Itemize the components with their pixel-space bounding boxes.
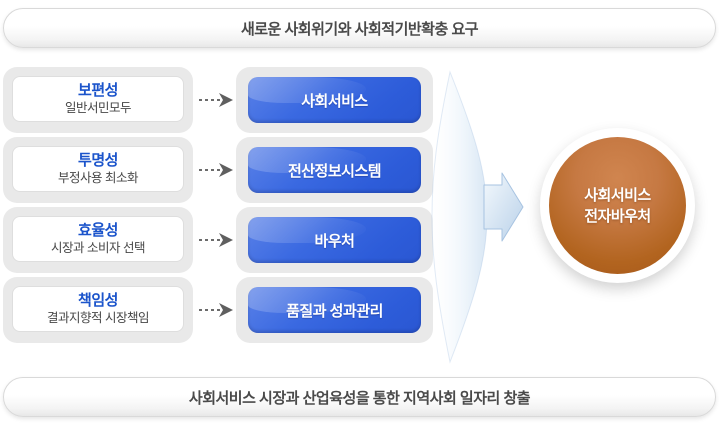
result-circle-inner: 사회서비스 전자바우처 (549, 137, 686, 274)
factor-card: 투명성 부정사용 최소화 (3, 137, 193, 203)
service-card: 사회서비스 (236, 67, 433, 133)
factor-title: 책임성 (78, 292, 118, 309)
factor-title: 효율성 (78, 222, 118, 239)
bottom-banner: 사회서비스 시장과 산업육성을 통한 지역사회 일자리 창출 (3, 377, 716, 417)
factor-card: 효율성 시장과 소비자 선택 (3, 207, 193, 273)
service-label: 사회서비스 (301, 92, 368, 110)
service-pill: 바우처 (248, 217, 421, 263)
dashed-arrow-icon (199, 163, 233, 177)
factor-card-inner: 효율성 시장과 소비자 선택 (12, 216, 184, 262)
service-pill: 전산정보시스템 (248, 147, 421, 193)
service-label: 품질과 성과관리 (286, 302, 383, 320)
service-label: 전산정보시스템 (287, 162, 382, 180)
factor-subtitle: 시장과 소비자 선택 (51, 241, 145, 255)
factor-subtitle: 부정사용 최소화 (58, 171, 138, 185)
service-label: 바우처 (314, 232, 355, 250)
dashed-arrow-icon (199, 303, 233, 317)
dashed-arrow-icon (199, 93, 233, 107)
factor-row: 책임성 결과지향적 시장책임 품질과 성과관리 (0, 277, 719, 343)
bottom-banner-label: 사회서비스 시장과 산업육성을 통한 지역사회 일자리 창출 (188, 389, 531, 407)
top-banner-label: 새로운 사회위기와 사회적기반확충 요구 (240, 20, 479, 38)
factor-card-inner: 투명성 부정사용 최소화 (12, 146, 184, 192)
result-circle: 사회서비스 전자바우처 (540, 128, 695, 283)
factor-title: 보편성 (78, 82, 118, 99)
top-banner: 새로운 사회위기와 사회적기반확충 요구 (3, 8, 716, 48)
service-pill: 사회서비스 (248, 77, 421, 123)
dashed-arrow-icon (199, 233, 233, 247)
factor-card-inner: 보편성 일반서민모두 (12, 76, 184, 122)
factor-row: 투명성 부정사용 최소화 전산정보시스템 (0, 137, 719, 203)
factor-row: 효율성 시장과 소비자 선택 바우처 (0, 207, 719, 273)
service-card: 바우처 (236, 207, 433, 273)
factor-card: 책임성 결과지향적 시장책임 (3, 277, 193, 343)
factor-card-inner: 책임성 결과지향적 시장책임 (12, 286, 184, 332)
service-card: 전산정보시스템 (236, 137, 433, 203)
service-pill: 품질과 성과관리 (248, 287, 421, 333)
result-circle-line1: 사회서비스 (584, 186, 651, 204)
factor-title: 투명성 (78, 152, 118, 169)
factor-subtitle: 일반서민모두 (64, 101, 132, 115)
factor-subtitle: 결과지향적 시장책임 (47, 311, 149, 325)
factor-card: 보편성 일반서민모두 (3, 67, 193, 133)
merge-lens-arrow-icon (431, 70, 524, 364)
result-circle-line2: 전자바우처 (584, 207, 651, 225)
service-card: 품질과 성과관리 (236, 277, 433, 343)
factor-row: 보편성 일반서민모두 사회서비스 (0, 67, 719, 133)
